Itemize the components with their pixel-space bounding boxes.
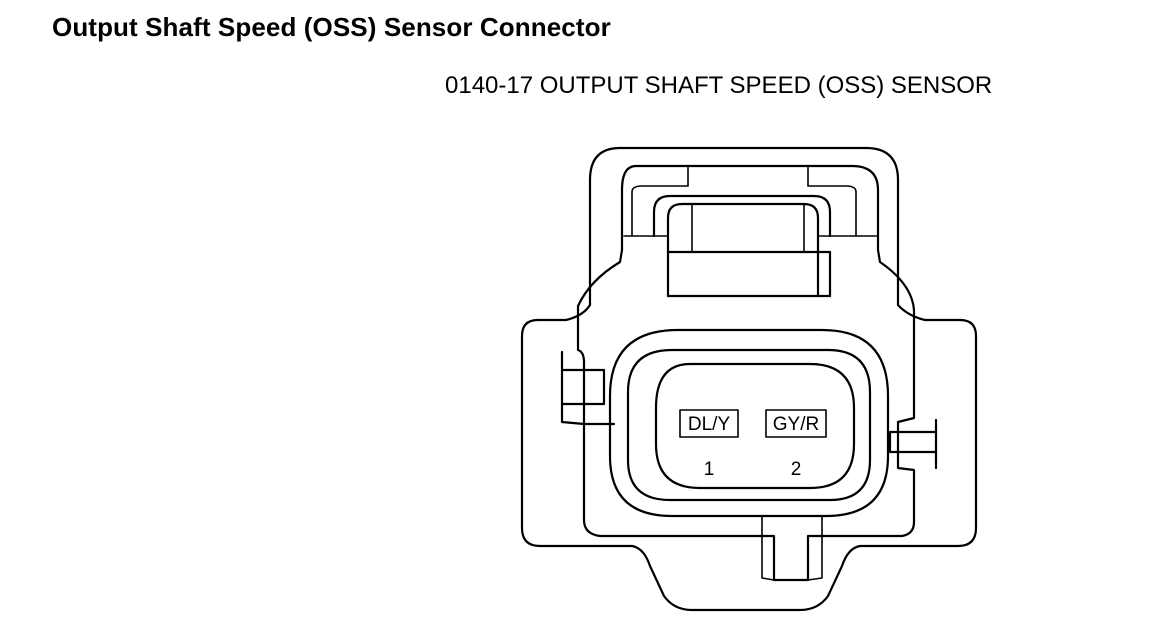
pin-1-wire-box xyxy=(679,409,739,438)
pin-2-wire-box xyxy=(765,409,827,438)
latch-frame-right xyxy=(807,165,857,237)
left-rib xyxy=(560,350,616,426)
pin-1-number: 1 xyxy=(704,459,715,480)
right-rib xyxy=(888,418,938,470)
mating-face-outer xyxy=(608,328,890,518)
page-title: Output Shaft Speed (OSS) Sensor Connecto… xyxy=(52,12,611,42)
connector-label: 0140-17 OUTPUT SHAFT SPEED (OSS) SENSOR xyxy=(445,72,993,99)
mating-face-middle xyxy=(626,348,872,502)
latch-frame xyxy=(631,165,689,237)
pin-2-number: 2 xyxy=(791,459,802,480)
latch-tab xyxy=(666,202,820,298)
bottom-keyway xyxy=(761,515,823,581)
terminal-cavity xyxy=(654,362,856,490)
pin-2-wire-color: GY/R xyxy=(773,414,819,435)
pin-1-wire-color: DL/Y xyxy=(688,414,731,435)
connector-housing-inner xyxy=(576,164,916,582)
latch-arm xyxy=(652,194,832,238)
connector-housing-outer xyxy=(520,146,978,612)
